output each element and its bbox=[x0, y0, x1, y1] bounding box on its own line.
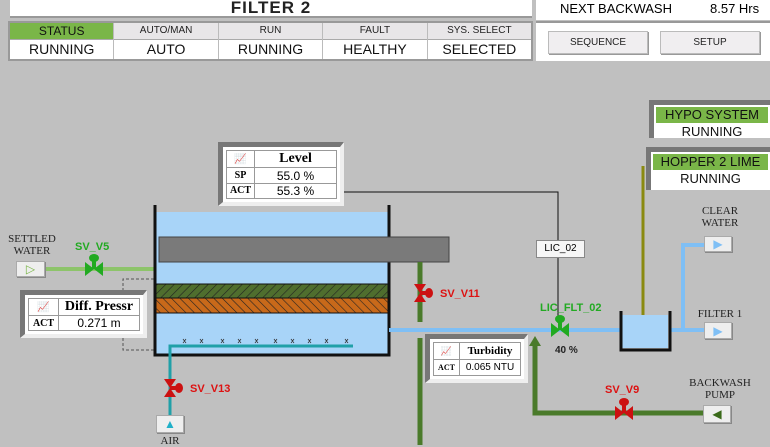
hopper-2-lime-name: HOPPER 2 LIME bbox=[653, 154, 768, 170]
clear-water-label: CLEAR WATER bbox=[701, 205, 739, 229]
run-value: RUNNING bbox=[237, 41, 304, 57]
backwash-pump-button[interactable]: ◀ bbox=[703, 405, 731, 423]
fault-header: FAULT bbox=[323, 23, 427, 40]
hypo-system-value: RUNNING bbox=[681, 124, 743, 139]
up-arrow-icon: ▲ bbox=[164, 417, 176, 431]
diff-pressure-act-label: ACT bbox=[28, 315, 59, 331]
next-backwash-label: NEXT BACKWASH bbox=[560, 1, 672, 16]
air-diffusers bbox=[182, 338, 349, 344]
turbidity-title: Turbidity bbox=[459, 341, 521, 361]
play-arrow-icon: ▶ bbox=[713, 323, 723, 338]
clear-well-wall bbox=[619, 311, 672, 352]
lic-flt-02-label: LIC_FLT_02 bbox=[540, 302, 602, 314]
status-value: RUNNING bbox=[29, 41, 95, 57]
diff-pressure-title: Diff. Pressr bbox=[58, 298, 140, 316]
valve-sv-v11-icon[interactable] bbox=[414, 284, 433, 302]
sand-layer bbox=[155, 297, 389, 314]
sv-v9-label: SV_V9 bbox=[605, 384, 639, 396]
control-signal-line bbox=[344, 191, 559, 323]
run-header: RUN bbox=[218, 23, 323, 40]
level-act-label: ACT bbox=[226, 182, 255, 200]
valve-output-percent: 40 % bbox=[555, 345, 578, 356]
lic-02-tag[interactable]: LIC_02 bbox=[536, 240, 585, 258]
backwash-pump-pipe bbox=[532, 345, 704, 416]
sv-v5-label: SV_V5 bbox=[75, 241, 109, 253]
backwash-trough bbox=[158, 236, 450, 263]
next-backwash-panel: NEXT BACKWASH 8.57 Hrs bbox=[536, 0, 770, 20]
turbidity-act-label: ACT bbox=[433, 359, 460, 376]
next-backwash-value: 8.57 Hrs bbox=[710, 1, 760, 16]
sys-select-value: SELECTED bbox=[442, 41, 517, 57]
backwash-pump-label: BACKWASH PUMP bbox=[689, 377, 751, 401]
sys-select-header: SYS. SELECT bbox=[427, 23, 532, 40]
filter1-label: FILTER 1 bbox=[697, 308, 743, 320]
level-title: Level bbox=[254, 149, 337, 169]
level-sp-value[interactable]: 55.0 % bbox=[254, 167, 337, 184]
fault-value: HEALTHY bbox=[343, 41, 407, 57]
turbidity-act-value: 0.065 NTU bbox=[459, 359, 521, 376]
hypo-system-name: HYPO SYSTEM bbox=[656, 107, 768, 123]
status-header: STATUS bbox=[10, 23, 114, 40]
trend-icon[interactable]: 📈 bbox=[28, 298, 59, 316]
clear-water-button[interactable]: ▶ bbox=[704, 236, 732, 252]
sv-v13-label: SV_V13 bbox=[190, 383, 230, 395]
flow-arrow-icon bbox=[529, 336, 541, 346]
valve-sv-v13-icon[interactable] bbox=[164, 379, 183, 397]
automan-header: AUTO/MAN bbox=[114, 23, 218, 40]
hopper-2-lime-status[interactable]: HOPPER 2 LIME RUNNING bbox=[646, 147, 770, 190]
air-label: AIR bbox=[160, 435, 180, 447]
settled-water-button[interactable]: ▷ bbox=[16, 261, 45, 277]
hypo-system-status[interactable]: HYPO SYSTEM RUNNING bbox=[649, 100, 770, 139]
clear-well-water bbox=[622, 315, 668, 348]
automan-value: AUTO bbox=[146, 41, 186, 57]
setup-button[interactable]: SETUP bbox=[660, 31, 760, 54]
filter-tank-wall bbox=[153, 205, 391, 357]
filter1-button[interactable]: ▶ bbox=[704, 322, 732, 339]
trend-icon[interactable]: 📈 bbox=[433, 341, 460, 361]
page-title: FILTER 2 bbox=[10, 0, 532, 18]
valve-lic-flt-02-icon[interactable] bbox=[551, 315, 569, 337]
air-button[interactable]: ▲ bbox=[156, 415, 184, 433]
play-arrow-icon: ▶ bbox=[713, 237, 723, 251]
valve-sv-v5-icon[interactable] bbox=[85, 254, 103, 276]
valve-sv-v9-icon[interactable] bbox=[615, 398, 633, 420]
anthracite-layer bbox=[155, 283, 389, 299]
play-arrow-icon: ▷ bbox=[25, 262, 36, 276]
level-sp-label: SP bbox=[226, 167, 255, 184]
trend-icon[interactable]: 📈 bbox=[226, 149, 255, 169]
sv-v11-label: SV_V11 bbox=[440, 288, 480, 300]
left-arrow-icon: ◀ bbox=[712, 407, 722, 421]
diff-pressure-act-value: 0.271 m bbox=[58, 315, 140, 331]
settled-water-label: SETTLED WATER bbox=[8, 233, 56, 257]
sequence-button[interactable]: SEQUENCE bbox=[548, 31, 648, 54]
level-act-value: 55.3 % bbox=[254, 182, 337, 200]
hopper-2-lime-value: RUNNING bbox=[680, 171, 741, 186]
clear-water-pipe bbox=[681, 243, 704, 330]
